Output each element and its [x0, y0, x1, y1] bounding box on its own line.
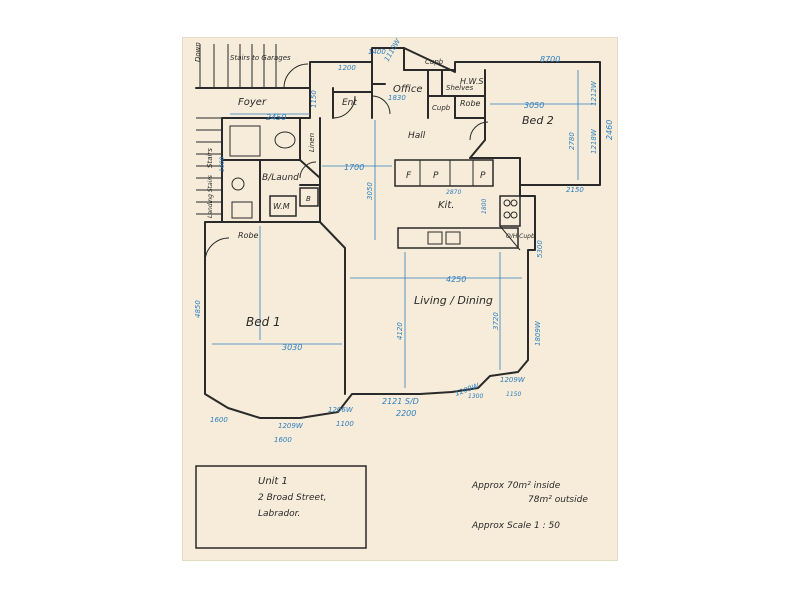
interior-walls: [221, 47, 521, 395]
title-block: [195, 465, 367, 549]
plan-paper: [183, 38, 617, 560]
dimension-lines: [212, 70, 596, 388]
kitchen-sinks: [427, 199, 518, 245]
outer-wall: [204, 47, 601, 419]
side-stairs: [196, 117, 222, 215]
stairs-to-garages: [195, 44, 311, 89]
bathroom-fixtures: [229, 125, 319, 219]
door-swings: [204, 63, 489, 263]
